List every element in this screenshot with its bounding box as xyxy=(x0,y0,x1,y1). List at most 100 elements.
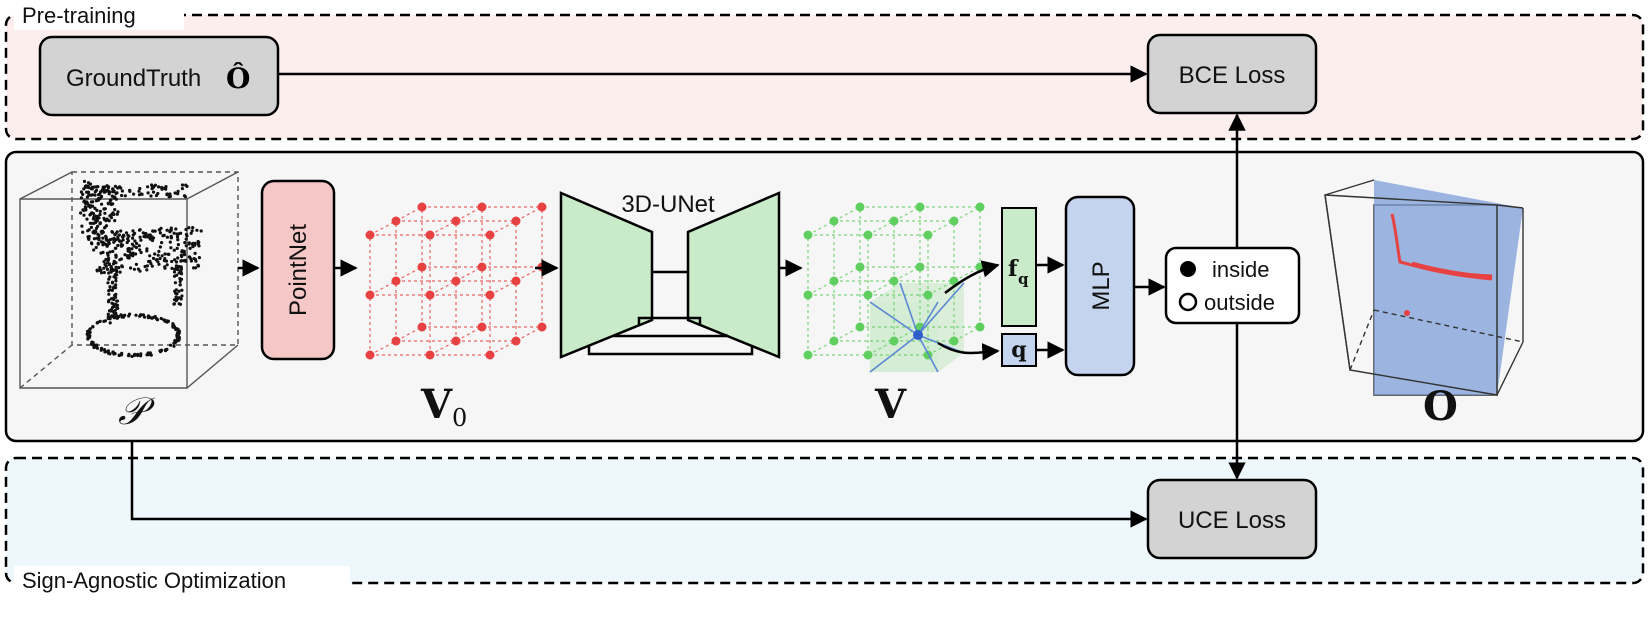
point xyxy=(111,350,115,354)
point xyxy=(128,189,132,193)
point xyxy=(113,208,117,212)
point xyxy=(177,337,181,341)
pretraining-label-bg xyxy=(14,2,184,30)
point xyxy=(134,313,138,317)
point xyxy=(82,213,86,217)
sign-agnostic-label: Sign-Agnostic Optimization xyxy=(22,568,286,593)
main-region xyxy=(4,150,1645,443)
grid-edge xyxy=(807,326,861,356)
query-interpolation-lines xyxy=(869,282,965,373)
point xyxy=(114,265,118,269)
point xyxy=(102,216,106,220)
point xyxy=(175,327,179,331)
grid-node xyxy=(477,322,487,332)
bce-loss-label: BCE Loss xyxy=(1179,62,1286,89)
point xyxy=(100,346,104,350)
point xyxy=(135,241,139,246)
symbol-v0-sub: 0 xyxy=(452,404,467,432)
grid-node xyxy=(477,202,487,212)
point xyxy=(159,316,163,321)
grid-edge xyxy=(927,266,981,296)
point xyxy=(190,229,194,233)
point xyxy=(113,308,117,312)
grid-node xyxy=(863,290,873,300)
grid-node xyxy=(511,216,521,226)
point xyxy=(159,350,163,354)
interpolation-line xyxy=(869,301,919,336)
point xyxy=(109,216,114,220)
point xyxy=(99,251,103,255)
point xyxy=(196,264,200,268)
grid-edge xyxy=(369,266,423,296)
point xyxy=(111,309,115,313)
point xyxy=(168,230,172,234)
grid-edge xyxy=(867,206,921,236)
point xyxy=(151,190,156,194)
point xyxy=(82,179,87,183)
interpolation-line xyxy=(869,334,919,373)
point xyxy=(151,256,156,260)
point xyxy=(131,233,135,237)
point xyxy=(163,266,167,270)
point xyxy=(129,252,133,256)
arrow-point-to-q xyxy=(937,341,1000,361)
point xyxy=(189,231,193,235)
point xyxy=(138,235,142,239)
point xyxy=(97,216,101,220)
point xyxy=(199,229,203,233)
point xyxy=(125,240,129,245)
point xyxy=(145,268,149,272)
point xyxy=(112,212,116,217)
point xyxy=(87,193,91,197)
point xyxy=(97,196,101,201)
point xyxy=(174,264,178,268)
interpolation-line xyxy=(917,301,939,336)
point xyxy=(94,199,98,203)
point xyxy=(108,238,112,242)
point xyxy=(98,209,102,213)
point xyxy=(146,185,150,189)
point xyxy=(145,247,149,251)
grid-edge xyxy=(927,326,981,356)
point xyxy=(109,265,113,269)
point xyxy=(86,329,90,333)
point xyxy=(141,231,145,235)
grid-node xyxy=(391,336,401,346)
grid-node xyxy=(485,350,495,360)
point xyxy=(133,239,137,243)
point xyxy=(91,340,95,345)
point xyxy=(168,192,172,196)
point xyxy=(178,283,182,287)
sign-agnostic-region xyxy=(4,456,1645,585)
point xyxy=(95,236,99,240)
point xyxy=(83,205,87,209)
point xyxy=(116,210,120,214)
grid-node xyxy=(863,350,873,360)
point xyxy=(149,353,153,357)
point xyxy=(149,194,153,198)
point xyxy=(179,231,183,235)
fq-box xyxy=(1001,207,1037,327)
grid-node xyxy=(923,290,933,300)
point xyxy=(87,185,91,190)
grid-node xyxy=(537,202,547,212)
point xyxy=(123,194,127,198)
grid-node xyxy=(477,262,487,272)
point xyxy=(180,294,184,298)
grid-edge xyxy=(429,206,483,236)
point xyxy=(100,231,104,235)
point xyxy=(95,268,99,272)
point xyxy=(176,192,180,196)
point xyxy=(124,231,129,235)
point xyxy=(179,266,183,270)
point xyxy=(127,256,131,260)
interpolation-line xyxy=(917,282,965,336)
point xyxy=(86,229,90,233)
point xyxy=(173,191,177,195)
point xyxy=(175,292,179,296)
point xyxy=(174,288,178,292)
point xyxy=(80,224,84,228)
point xyxy=(163,252,167,256)
point-cloud xyxy=(79,179,203,358)
point xyxy=(137,228,142,232)
